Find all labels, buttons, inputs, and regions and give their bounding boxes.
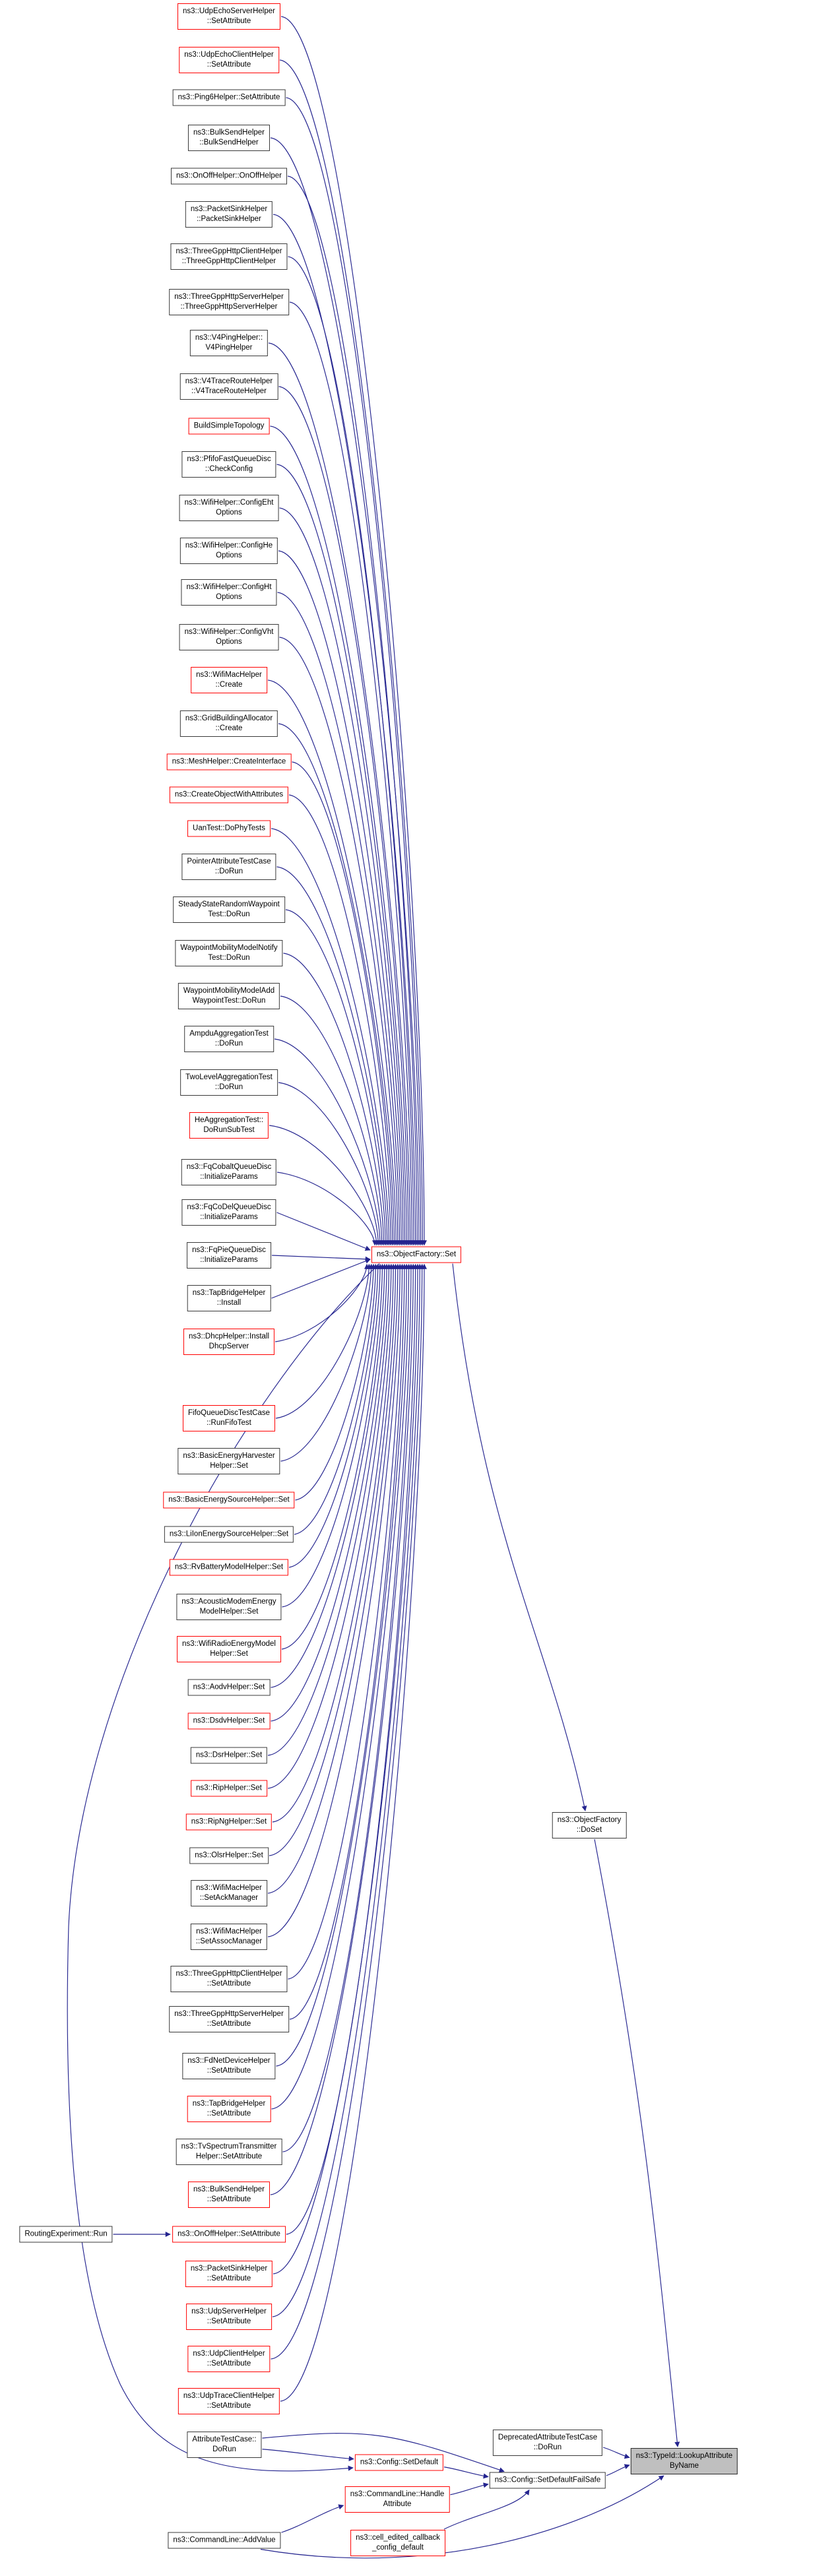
graph-node-n30[interactable]: ns3::FqCoDelQueueDisc ::InitializeParams	[181, 1199, 276, 1226]
graph-node-n11[interactable]: BuildSimpleTopology	[188, 418, 270, 435]
graph-node-n37[interactable]: ns3::LiIonEnergySourceHelper::Set	[164, 1526, 294, 1543]
graph-node-n31[interactable]: ns3::FqPieQueueDisc ::InitializeParams	[187, 1242, 271, 1269]
graph-node-n18[interactable]: ns3::GridBuildingAllocator ::Create	[179, 710, 278, 737]
graph-node-n04[interactable]: ns3::BulkSendHelper ::BulkSendHelper	[187, 125, 271, 151]
graph-node-n45[interactable]: ns3::RipNgHelper::Set	[185, 1813, 273, 1831]
graph-node-n54[interactable]: ns3::BulkSendHelper ::SetAttribute	[187, 2182, 271, 2208]
graph-node-n26[interactable]: AmpduAggregationTest ::DoRun	[184, 1026, 274, 1052]
graph-node-n35[interactable]: ns3::BasicEnergyHarvester Helper::Set	[177, 1448, 280, 1474]
graph-node-n29[interactable]: ns3::FqCobaltQueueDisc ::InitializeParam…	[181, 1159, 277, 1185]
graph-node-n19[interactable]: ns3::MeshHelper::CreateInterface	[166, 753, 292, 770]
graph-node-setdefault[interactable]: ns3::Config::SetDefault	[354, 2454, 444, 2471]
graph-node-n40[interactable]: ns3::WifiRadioEnergyModel Helper::Set	[177, 1636, 281, 1662]
graph-node-n42[interactable]: ns3::DsdvHelper::Set	[187, 1712, 271, 1730]
graph-node-n43[interactable]: ns3::DsrHelper::Set	[190, 1747, 268, 1764]
graph-node-n38[interactable]: ns3::RvBatteryModelHelper::Set	[169, 1559, 289, 1576]
graph-node-n22[interactable]: PointerAttributeTestCase ::DoRun	[181, 854, 276, 880]
graph-node-n39[interactable]: ns3::AcousticModemEnergy ModelHelper::Se…	[176, 1594, 282, 1620]
graph-node-n24[interactable]: WaypointMobilityModelNotify Test::DoRun	[175, 940, 283, 966]
graph-node-n48[interactable]: ns3::WifiMacHelper ::SetAssocManager	[190, 1924, 268, 1950]
graph-node-n10[interactable]: ns3::V4TraceRouteHelper ::V4TraceRouteHe…	[179, 373, 278, 400]
graph-node-handleattr[interactable]: ns3::CommandLine::Handle Attribute	[344, 2486, 450, 2513]
graph-node-n25[interactable]: WaypointMobilityModelAdd WaypointTest::D…	[177, 983, 280, 1009]
graph-node-n44[interactable]: ns3::RipHelper::Set	[191, 1780, 267, 1797]
graph-node-n12[interactable]: ns3::PfifoFastQueueDisc ::CheckConfig	[181, 451, 276, 478]
graph-node-n51[interactable]: ns3::FdNetDeviceHelper ::SetAttribute	[182, 2053, 276, 2079]
graph-node-n59[interactable]: ns3::UdpTraceClientHelper ::SetAttribute	[177, 2388, 280, 2414]
graph-node-n07[interactable]: ns3::ThreeGppHttpClientHelper ::ThreeGpp…	[170, 243, 288, 270]
graph-node-n41[interactable]: ns3::AodvHelper::Set	[187, 1679, 271, 1696]
graph-node-n55[interactable]: ns3::OnOffHelper::SetAttribute	[172, 2226, 286, 2243]
graph-node-n21[interactable]: UanTest::DoPhyTests	[187, 820, 271, 837]
graph-node-n06[interactable]: ns3::PacketSinkHelper ::PacketSinkHelper	[185, 201, 273, 228]
graph-node-n49[interactable]: ns3::ThreeGppHttpClientHelper ::SetAttri…	[170, 1966, 288, 1992]
graph-node-n33[interactable]: ns3::DhcpHelper::Install DhcpServer	[183, 1329, 275, 1355]
graph-node-n20[interactable]: ns3::CreateObjectWithAttributes	[169, 786, 289, 803]
graph-node-n32[interactable]: ns3::TapBridgeHelper ::Install	[187, 1285, 271, 1311]
graph-node-lookup[interactable]: ns3::TypeId::LookupAttribute ByName	[630, 2448, 738, 2474]
graph-node-n15[interactable]: ns3::WifiHelper::ConfigHt Options	[181, 579, 277, 606]
graph-node-n56[interactable]: ns3::PacketSinkHelper ::SetAttribute	[185, 2261, 273, 2287]
graph-node-n01[interactable]: ns3::UdpEchoServerHelper ::SetAttribute	[177, 3, 280, 30]
graph-node-n52[interactable]: ns3::TapBridgeHelper ::SetAttribute	[187, 2096, 271, 2122]
graph-node-n47[interactable]: ns3::WifiMacHelper ::SetAckManager	[191, 1880, 267, 1906]
graph-node-attr-dorun[interactable]: AttributeTestCase:: DoRun	[187, 2432, 262, 2458]
graph-node-n58[interactable]: ns3::UdpClientHelper ::SetAttribute	[187, 2346, 271, 2372]
graph-node-n46[interactable]: ns3::OlsrHelper::Set	[189, 1847, 269, 1864]
graph-node-n28[interactable]: HeAggregationTest:: DoRunSubTest	[189, 1112, 269, 1139]
graph-node-n50[interactable]: ns3::ThreeGppHttpServerHelper ::SetAttri…	[169, 2006, 289, 2032]
graph-node-n17[interactable]: ns3::WifiMacHelper ::Create	[191, 667, 267, 693]
graph-node-n08[interactable]: ns3::ThreeGppHttpServerHelper ::ThreeGpp…	[169, 289, 289, 315]
graph-node-n36[interactable]: ns3::BasicEnergySourceHelper::Set	[163, 1492, 295, 1509]
graph-node-set[interactable]: ns3::ObjectFactory::Set	[371, 1246, 462, 1263]
graph-node-n05[interactable]: ns3::OnOffHelper::OnOffHelper	[170, 168, 288, 185]
graph-node-n53[interactable]: ns3::TvSpectrumTransmitter Helper::SetAt…	[176, 2139, 282, 2165]
graph-node-depr-dorun[interactable]: DeprecatedAttributeTestCase ::DoRun	[492, 2430, 603, 2456]
graph-node-n13[interactable]: ns3::WifiHelper::ConfigEht Options	[179, 495, 279, 521]
graph-node-n27[interactable]: TwoLevelAggregationTest ::DoRun	[180, 1069, 278, 1096]
graph-node-n23[interactable]: SteadyStateRandomWaypoint Test::DoRun	[173, 896, 285, 923]
graph-node-routing-run[interactable]: RoutingExperiment::Run	[19, 2226, 113, 2243]
graph-node-n09[interactable]: ns3::V4PingHelper:: V4PingHelper	[189, 330, 269, 356]
graph-node-n14[interactable]: ns3::WifiHelper::ConfigHe Options	[179, 538, 278, 564]
graph-node-n03[interactable]: ns3::Ping6Helper::SetAttribute	[172, 89, 286, 106]
graph-node-addvalue[interactable]: ns3::CommandLine::AddValue	[168, 2532, 281, 2549]
graph-node-n02[interactable]: ns3::UdpEchoClientHelper ::SetAttribute	[179, 47, 279, 73]
graph-node-n57[interactable]: ns3::UdpServerHelper ::SetAttribute	[186, 2304, 272, 2330]
graph-node-n16[interactable]: ns3::WifiHelper::ConfigVht Options	[179, 624, 279, 650]
graph-node-dose[interactable]: ns3::ObjectFactory ::DoSet	[552, 1812, 627, 1838]
graph-node-failsafe[interactable]: ns3::Config::SetDefaultFailSafe	[489, 2472, 606, 2489]
graph-node-n34[interactable]: FifoQueueDiscTestCase ::RunFifoTest	[183, 1405, 275, 1431]
graph-node-celledit[interactable]: ns3::cell_edited_callback _config_defaul…	[350, 2530, 445, 2556]
